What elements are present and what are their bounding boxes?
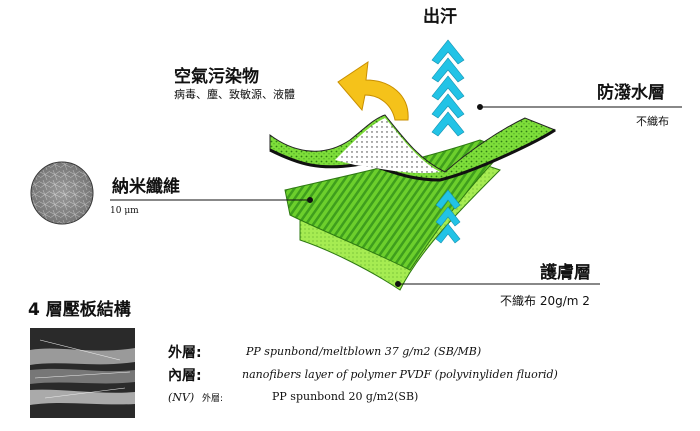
structure-row-1-desc: PP spunbond/meltblown 37 g/m2 (SB/MB) xyxy=(246,345,482,358)
structure-row-3-label2: 外層: xyxy=(202,394,224,404)
structure-row-3-label: (NV) xyxy=(168,391,195,404)
pollutants-title: 空氣污染物 xyxy=(174,67,259,87)
nanofiber-title: 納米纖維 xyxy=(112,177,180,197)
waterproof-subtitle: 不織布 xyxy=(636,115,669,128)
protect-title: 護膚層 xyxy=(540,263,591,283)
nanofiber-sem-image xyxy=(30,161,94,225)
pollutant-arrow-icon xyxy=(337,60,409,121)
waterproof-layer xyxy=(269,114,557,182)
structure-row-1-label: 外層: xyxy=(168,345,202,361)
protect-subtitle: 不織布 20g/m 2 xyxy=(500,294,590,308)
structure-row-2-label: 內層: xyxy=(168,368,202,384)
leader-lines xyxy=(110,104,682,287)
structure-row-3-desc: PP spunbond 20 g/m2(SB) xyxy=(272,390,419,403)
structure-row-2-desc: nanofibers layer of polymer PVDF (polyvi… xyxy=(242,368,558,381)
waterproof-title: 防潑水層 xyxy=(597,83,665,103)
sweat-arrow-icon xyxy=(431,39,465,244)
structure-heading: 4 層壓板結構 xyxy=(28,300,131,320)
laminate-sem-image xyxy=(30,328,135,418)
sweat-label: 出汗 xyxy=(423,7,457,27)
nanofiber-scale: 10 μm xyxy=(110,206,139,216)
pollutants-subtitle: 病毒、塵、致敏源、液體 xyxy=(174,88,295,101)
